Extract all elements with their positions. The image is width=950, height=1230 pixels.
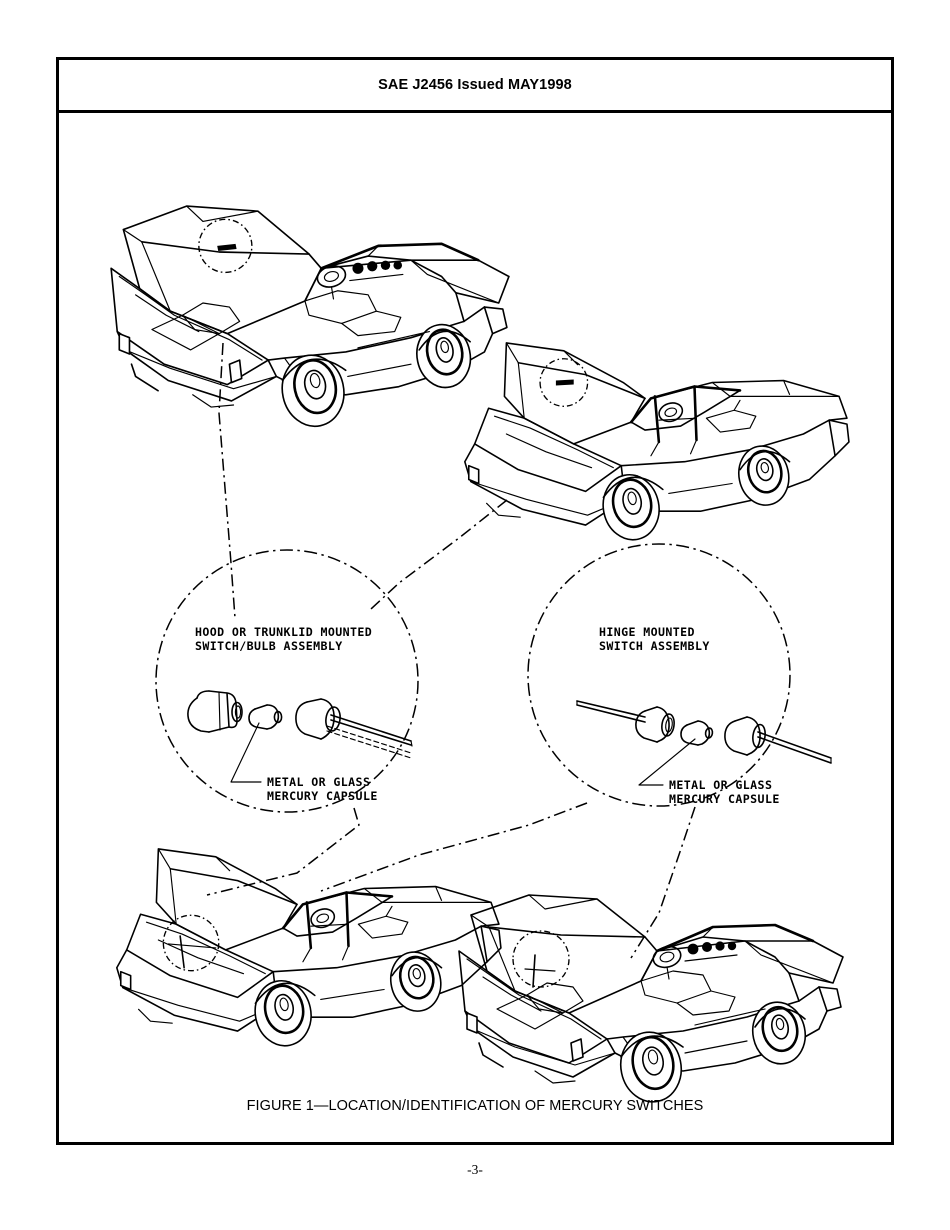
wheel-front-left bbox=[416, 323, 472, 389]
vehicle-top-right bbox=[464, 342, 850, 541]
wheel-front-bl bbox=[390, 951, 442, 1012]
wheel-rear-bl bbox=[254, 979, 312, 1047]
figure-region: HOOD OR TRUNKLID MOUNTED SWITCH/BULB ASS… bbox=[59, 113, 891, 1142]
detail-circle-hinge-mounted: HINGE MOUNTED SWITCH ASSEMBLY bbox=[527, 543, 832, 807]
detail-hood-title-line-2: SWITCH/BULB ASSEMBLY bbox=[195, 639, 343, 653]
vehicle-bottom-right bbox=[458, 894, 844, 1103]
vehicle-top-left bbox=[110, 205, 510, 428]
document-header-band: SAE J2456 Issued MAY1998 bbox=[59, 60, 891, 113]
figure-caption: FIGURE 1—LOCATION/IDENTIFICATION OF MERC… bbox=[246, 1098, 704, 1114]
page-border-frame: SAE J2456 Issued MAY1998 bbox=[56, 57, 894, 1145]
wheel-front-br bbox=[751, 1001, 807, 1065]
wheel-rear-br bbox=[619, 1031, 683, 1103]
detail-hood-callout-line-1: METAL OR GLASS bbox=[267, 775, 370, 789]
detail-hinge-title-line-1: HINGE MOUNTED bbox=[599, 625, 695, 639]
vehicle-bottom-left bbox=[116, 848, 502, 1047]
detail-circle-hood-trunklid: HOOD OR TRUNKLID MOUNTED SWITCH/BULB ASS… bbox=[155, 549, 419, 813]
detail-hinge-title-line-2: SWITCH ASSEMBLY bbox=[599, 639, 710, 653]
detail-hood-callout-line-2: MERCURY CAPSULE bbox=[267, 789, 378, 803]
detail-hood-title-line-1: HOOD OR TRUNKLID MOUNTED bbox=[195, 625, 372, 639]
document-header-title: SAE J2456 Issued MAY1998 bbox=[378, 77, 572, 93]
hinge-arm-left bbox=[576, 700, 675, 743]
page-number: -3- bbox=[467, 1162, 483, 1177]
mercury-capsule-part-right bbox=[680, 720, 714, 746]
wheel-front-right bbox=[738, 445, 790, 506]
detail-hinge-callout-line-2: MERCURY CAPSULE bbox=[669, 792, 780, 806]
wheel-rear-right bbox=[602, 473, 660, 541]
detail-hinge-callout-line-1: METAL OR GLASS bbox=[669, 778, 772, 792]
mercury-capsule-part-left bbox=[248, 704, 283, 730]
leader-lines bbox=[206, 342, 696, 959]
figure-1-illustration: HOOD OR TRUNKLID MOUNTED SWITCH/BULB ASS… bbox=[110, 205, 850, 1103]
switch-body-with-leads bbox=[295, 698, 413, 759]
hinge-arm-right bbox=[724, 716, 832, 764]
bulb-part bbox=[187, 690, 243, 733]
